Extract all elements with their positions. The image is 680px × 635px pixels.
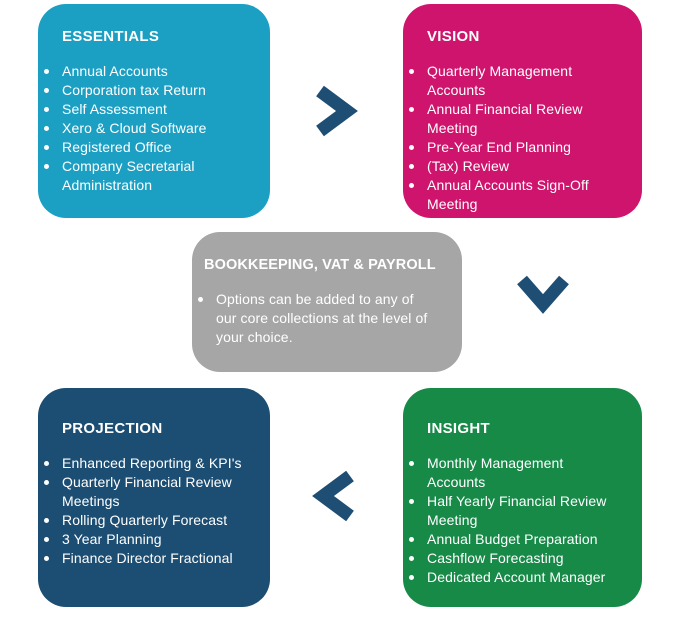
bullet-icon <box>44 145 49 150</box>
bullet-icon <box>44 69 49 74</box>
chevron-down-icon <box>517 275 569 314</box>
chevron-left-icon <box>312 470 354 522</box>
bullet-icon <box>198 297 203 302</box>
bullet-icon <box>409 461 414 466</box>
bullet-icon <box>44 88 49 93</box>
list-item: Half Yearly Financial Review Meeting <box>403 492 628 530</box>
essentials-card: ESSENTIALS Annual Accounts Corporation t… <box>38 4 270 218</box>
list-item: (Tax) Review <box>403 157 628 176</box>
bullet-icon <box>409 537 414 542</box>
bullet-icon <box>409 145 414 150</box>
list-item: Annual Accounts Sign-Off Meeting <box>403 176 628 214</box>
list-item: Dedicated Account Manager <box>403 568 628 587</box>
bullet-icon <box>409 499 414 504</box>
bullet-icon <box>44 518 49 523</box>
projection-title: PROJECTION <box>62 420 163 437</box>
bullet-icon <box>409 107 414 112</box>
list-item: Enhanced Reporting & KPI's <box>38 454 256 473</box>
list-item: Registered Office <box>38 138 256 157</box>
bullet-icon <box>44 126 49 131</box>
list-item: Corporation tax Return <box>38 81 256 100</box>
essentials-title: ESSENTIALS <box>62 28 160 45</box>
chevron-right-icon <box>316 85 358 137</box>
list-item: Company Secretarial Administration <box>38 157 256 195</box>
bullet-icon <box>44 556 49 561</box>
projection-card: PROJECTION Enhanced Reporting & KPI's Qu… <box>38 388 270 607</box>
list-item: Annual Budget Preparation <box>403 530 628 549</box>
vision-title: VISION <box>427 28 480 45</box>
bullet-icon <box>409 69 414 74</box>
bullet-icon <box>409 556 414 561</box>
list-item: Monthly Management Accounts <box>403 454 628 492</box>
list-item: Self Assessment <box>38 100 256 119</box>
list-item: Annual Accounts <box>38 62 256 81</box>
list-item: Cashflow Forecasting <box>403 549 628 568</box>
list-item: Annual Financial Review Meeting <box>403 100 628 138</box>
bullet-icon <box>409 164 414 169</box>
list-item: Options can be added to any of our core … <box>192 290 448 347</box>
bookkeeping-title: BOOKKEEPING, VAT & PAYROLL <box>204 257 436 273</box>
vision-list: Quarterly Management Accounts Annual Fin… <box>403 62 642 214</box>
insight-card: INSIGHT Monthly Management Accounts Half… <box>403 388 642 607</box>
list-item: Finance Director Fractional <box>38 549 256 568</box>
insight-title: INSIGHT <box>427 420 490 437</box>
list-item: Rolling Quarterly Forecast <box>38 511 256 530</box>
bullet-icon <box>44 107 49 112</box>
list-item: Xero & Cloud Software <box>38 119 256 138</box>
bullet-icon <box>44 537 49 542</box>
bullet-icon <box>44 461 49 466</box>
insight-list: Monthly Management Accounts Half Yearly … <box>403 454 642 587</box>
bookkeeping-list: Options can be added to any of our core … <box>192 290 462 347</box>
list-item: Quarterly Financial Review Meetings <box>38 473 256 511</box>
list-item: 3 Year Planning <box>38 530 256 549</box>
projection-list: Enhanced Reporting & KPI's Quarterly Fin… <box>38 454 270 568</box>
bullet-icon <box>409 183 414 188</box>
bookkeeping-card: BOOKKEEPING, VAT & PAYROLL Options can b… <box>192 232 462 372</box>
list-item: Quarterly Management Accounts <box>403 62 628 100</box>
list-item: Pre-Year End Planning <box>403 138 628 157</box>
bullet-icon <box>44 164 49 169</box>
bullet-icon <box>409 575 414 580</box>
essentials-list: Annual Accounts Corporation tax Return S… <box>38 62 270 195</box>
bullet-icon <box>44 480 49 485</box>
vision-card: VISION Quarterly Management Accounts Ann… <box>403 4 642 218</box>
